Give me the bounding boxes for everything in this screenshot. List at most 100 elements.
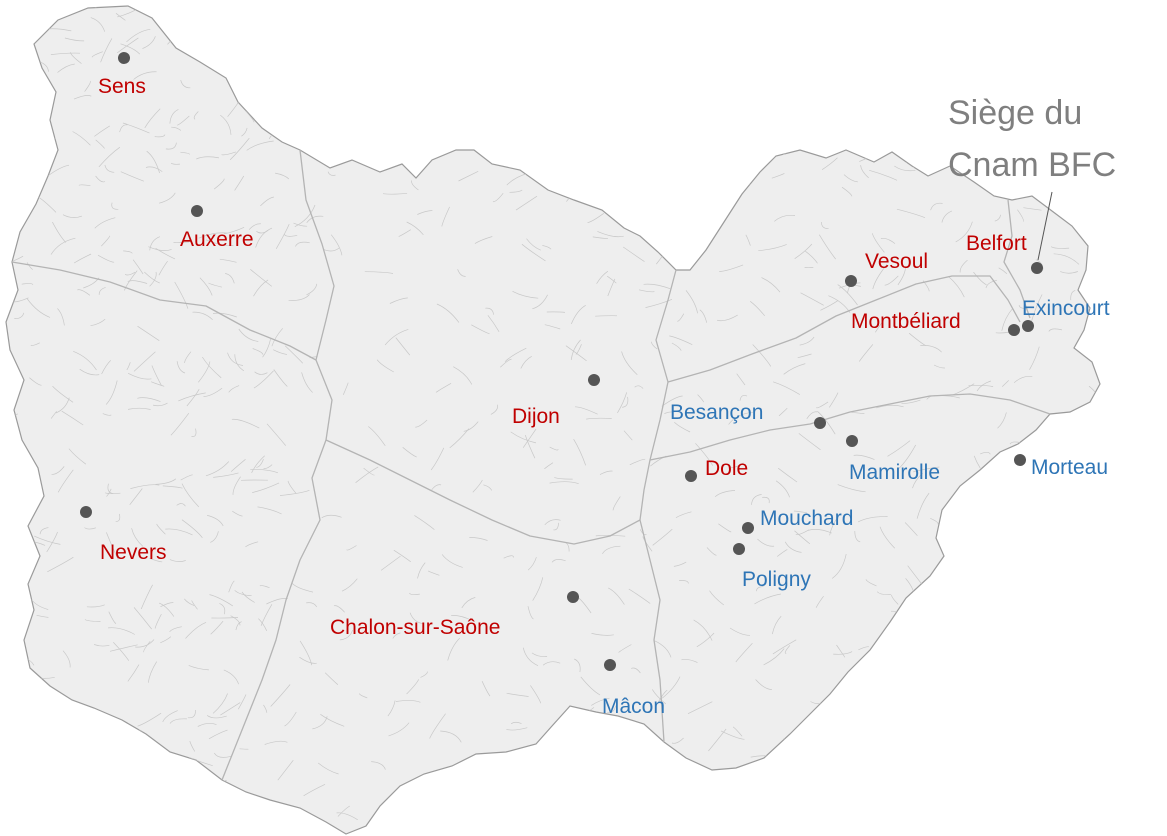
relief-stroke: [213, 178, 225, 190]
relief-stroke: [339, 629, 354, 641]
relief-stroke: [115, 513, 121, 522]
relief-stroke: [831, 554, 847, 579]
relief-stroke: [887, 111, 896, 121]
relief-stroke: [91, 51, 103, 58]
relief-stroke: [1029, 30, 1049, 43]
relief-stroke: [915, 822, 920, 832]
relief-stroke: [826, 124, 837, 129]
relief-stroke: [180, 474, 193, 481]
relief-stroke: [706, 547, 717, 556]
relief-stroke: [409, 612, 424, 625]
relief-stroke: [42, 137, 56, 162]
relief-stroke: [192, 311, 213, 320]
relief-stroke: [617, 392, 628, 414]
relief-stroke: [587, 78, 611, 88]
relief-stroke: [352, 110, 370, 114]
relief-stroke: [695, 443, 714, 466]
relief-stroke: [946, 508, 951, 518]
relief-stroke: [638, 289, 655, 293]
relief-stroke: [779, 127, 792, 147]
relief-stroke: [994, 214, 1001, 222]
relief-stroke: [47, 556, 74, 573]
relief-stroke: [894, 165, 916, 172]
relief-stroke: [554, 477, 573, 480]
relief-stroke: [621, 351, 638, 376]
relief-stroke: [102, 413, 112, 416]
relief-stroke: [664, 411, 675, 414]
relief-stroke: [165, 142, 177, 150]
relief-stroke: [257, 506, 282, 515]
relief-stroke: [219, 258, 237, 263]
relief-stroke: [794, 730, 815, 735]
relief-stroke: [527, 557, 537, 571]
relief-stroke: [1029, 346, 1040, 370]
relief-stroke: [208, 282, 222, 288]
relief-stroke: [876, 591, 891, 596]
relief-stroke: [238, 328, 259, 342]
relief-stroke: [107, 483, 114, 495]
relief-stroke: [553, 522, 559, 531]
city-dot-mouchard: [742, 522, 754, 534]
relief-stroke: [87, 729, 108, 736]
relief-stroke: [885, 684, 897, 690]
relief-stroke: [887, 440, 911, 457]
relief-stroke: [292, 583, 314, 593]
relief-stroke: [1060, 271, 1079, 274]
relief-stroke: [146, 150, 160, 174]
relief-stroke: [84, 619, 101, 622]
relief-stroke: [820, 300, 839, 311]
relief-stroke: [880, 237, 896, 244]
relief-stroke: [52, 385, 74, 403]
relief-stroke: [644, 113, 662, 125]
relief-stroke: [154, 134, 166, 138]
relief-stroke: [1050, 246, 1070, 249]
relief-stroke: [1050, 754, 1062, 765]
relief-stroke: [364, 271, 394, 274]
relief-stroke: [949, 751, 963, 765]
relief-stroke: [95, 175, 106, 183]
relief-stroke: [457, 269, 466, 277]
relief-stroke: [772, 639, 797, 655]
relief-stroke: [169, 559, 186, 562]
city-label-belfort: Belfort: [966, 232, 1027, 255]
relief-stroke: [807, 529, 832, 534]
relief-stroke: [384, 329, 409, 346]
relief-stroke: [228, 580, 235, 593]
relief-stroke: [232, 476, 241, 495]
relief-stroke: [98, 146, 121, 168]
city-label-poligny: Poligny: [742, 568, 811, 591]
relief-stroke: [263, 704, 268, 713]
relief-stroke: [858, 646, 870, 651]
relief-stroke: [512, 290, 539, 299]
relief-stroke: [7, 487, 25, 502]
relief-stroke: [185, 6, 196, 28]
relief-stroke: [618, 160, 628, 165]
relief-stroke: [242, 31, 258, 58]
relief-stroke: [57, 469, 74, 493]
relief-stroke: [299, 656, 317, 664]
relief-stroke: [260, 604, 273, 626]
relief-stroke: [860, 165, 869, 179]
border-haute-saone-doubs: [667, 275, 1021, 383]
relief-stroke: [417, 210, 433, 215]
relief-stroke: [1096, 7, 1100, 15]
relief-stroke: [273, 349, 287, 355]
relief-stroke: [602, 545, 621, 554]
relief-stroke: [681, 658, 698, 663]
relief-stroke: [607, 278, 616, 297]
relief-stroke: [235, 621, 242, 631]
relief-stroke: [829, 516, 839, 536]
relief-stroke: [1006, 689, 1022, 698]
relief-stroke: [73, 350, 97, 371]
relief-stroke: [6, 379, 21, 386]
relief-stroke: [483, 484, 493, 491]
relief-stroke: [398, 229, 411, 237]
relief-stroke: [672, 212, 697, 219]
relief-stroke: [389, 297, 408, 304]
relief-stroke: [843, 174, 858, 183]
relief-stroke: [90, 318, 106, 327]
relief-stroke: [1013, 376, 1033, 383]
city-dot-belfort: [1031, 262, 1043, 274]
relief-stroke: [343, 125, 349, 135]
relief-stroke: [170, 162, 180, 165]
